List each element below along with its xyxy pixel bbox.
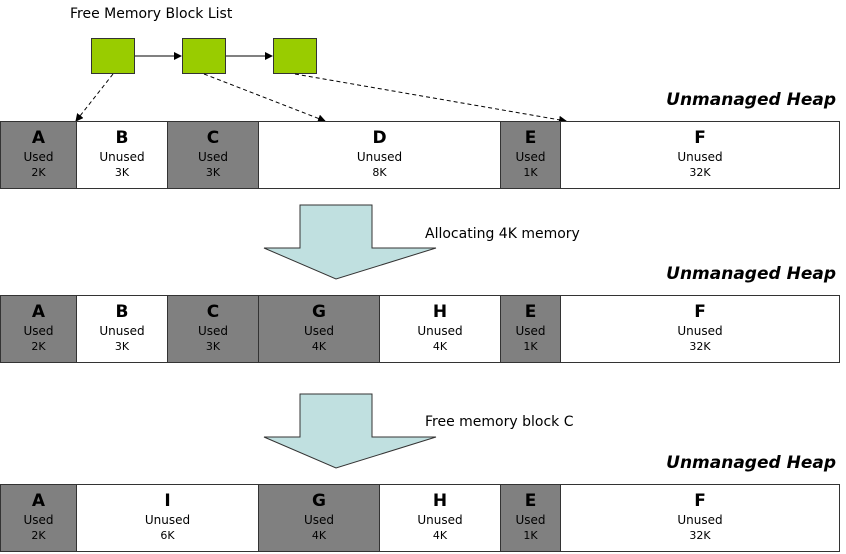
block-name: F: [694, 302, 706, 322]
block-status: Used: [303, 324, 335, 338]
block-size: 1K: [523, 529, 538, 542]
heap-block: B Unused 3K: [77, 122, 168, 188]
block-size: 32K: [689, 166, 711, 179]
block-name: G: [312, 302, 326, 322]
heap-block: C Used 3K: [168, 122, 259, 188]
block-status: Unused: [99, 324, 145, 338]
block-size: 3K: [114, 340, 130, 353]
heap-block: H Unused 4K: [380, 296, 501, 362]
heap-label-1: Unmanaged Heap: [666, 90, 836, 110]
block-status: Used: [303, 513, 335, 527]
block-name: H: [432, 302, 448, 322]
block-size: 6K: [160, 529, 175, 542]
block-name: D: [372, 128, 387, 148]
block-name: E: [524, 128, 537, 148]
block-size: 4K: [311, 340, 327, 353]
heap-label-3: Unmanaged Heap: [666, 453, 836, 473]
block-status: Used: [197, 324, 229, 338]
block-size: 2K: [31, 340, 46, 353]
block-size: 4K: [311, 529, 327, 542]
step-label-free: Free memory block C: [425, 414, 574, 430]
block-name: B: [115, 128, 129, 148]
block-name: I: [164, 491, 171, 511]
block-status: Unused: [417, 513, 463, 527]
block-size: 3K: [205, 166, 221, 179]
step-label-allocate: Allocating 4K memory: [425, 226, 580, 242]
block-size: 4K: [432, 529, 448, 542]
block-status: Unused: [356, 150, 403, 164]
block-name: F: [694, 128, 706, 148]
block-name: G: [312, 491, 326, 511]
block-status: Used: [23, 324, 54, 338]
heap-block: B Unused 3K: [77, 296, 168, 362]
heap-block: F Unused 32K: [561, 485, 839, 551]
heap-block: I Unused 6K: [77, 485, 259, 551]
heap-block: G Used 4K: [259, 296, 380, 362]
step-down-arrow-2: [263, 393, 437, 469]
block-size: 1K: [523, 166, 538, 179]
block-name: E: [524, 491, 537, 511]
block-status: Used: [197, 150, 229, 164]
block-size: 2K: [31, 529, 46, 542]
block-size: 4K: [432, 340, 448, 353]
pointer-to-block-d: [203, 73, 326, 123]
free-list-node-2: [182, 38, 226, 74]
block-size: 32K: [689, 529, 711, 542]
heap-block: F Unused 32K: [561, 296, 839, 362]
block-name: C: [206, 128, 220, 148]
block-status: Unused: [677, 513, 723, 527]
heap-block: E Used 1K: [501, 296, 561, 362]
heap-label-2: Unmanaged Heap: [666, 264, 836, 284]
block-status: Unused: [417, 324, 463, 338]
free-list-title: Free Memory Block List: [70, 6, 233, 22]
block-name: H: [432, 491, 448, 511]
free-list-node-3: [273, 38, 317, 74]
heap-row-initial: A Used 2K B Unused 3K C Used 3K D Unused…: [0, 121, 840, 189]
heap-block: G Used 4K: [259, 485, 380, 551]
pointer-to-block-f: [294, 73, 567, 124]
heap-row-after-free: A Used 2K I Unused 6K G Used 4K H Unused…: [0, 484, 840, 552]
block-size: 8K: [372, 166, 387, 179]
heap-block: A Used 2K: [1, 485, 77, 551]
block-status: Unused: [144, 513, 191, 527]
heap-block: F Unused 32K: [561, 122, 839, 188]
block-status: Unused: [677, 324, 723, 338]
block-name: E: [524, 302, 537, 322]
block-name: A: [31, 128, 46, 148]
block-status: Used: [515, 324, 546, 338]
heap-block: E Used 1K: [501, 122, 561, 188]
block-name: B: [115, 302, 129, 322]
heap-block: A Used 2K: [1, 296, 77, 362]
block-size: 1K: [523, 340, 538, 353]
block-name: F: [694, 491, 706, 511]
pointer-to-block-b: [75, 73, 114, 122]
block-size: 3K: [114, 166, 130, 179]
block-status: Unused: [99, 150, 145, 164]
block-status: Used: [23, 150, 54, 164]
block-name: A: [31, 302, 46, 322]
heap-block: D Unused 8K: [259, 122, 501, 188]
block-name: A: [31, 491, 46, 511]
free-list-node-1: [91, 38, 135, 74]
heap-block: C Used 3K: [168, 296, 259, 362]
step-down-arrow-1: [263, 204, 437, 280]
block-name: C: [206, 302, 220, 322]
heap-block: H Unused 4K: [380, 485, 501, 551]
heap-row-after-allocation: A Used 2K B Unused 3K C Used 3K G Used 4…: [0, 295, 840, 363]
block-size: 32K: [689, 340, 711, 353]
block-status: Used: [515, 513, 546, 527]
heap-block: E Used 1K: [501, 485, 561, 551]
block-status: Used: [515, 150, 546, 164]
block-status: Used: [23, 513, 54, 527]
block-size: 2K: [31, 166, 46, 179]
block-status: Unused: [677, 150, 723, 164]
block-size: 3K: [205, 340, 221, 353]
heap-block: A Used 2K: [1, 122, 77, 188]
